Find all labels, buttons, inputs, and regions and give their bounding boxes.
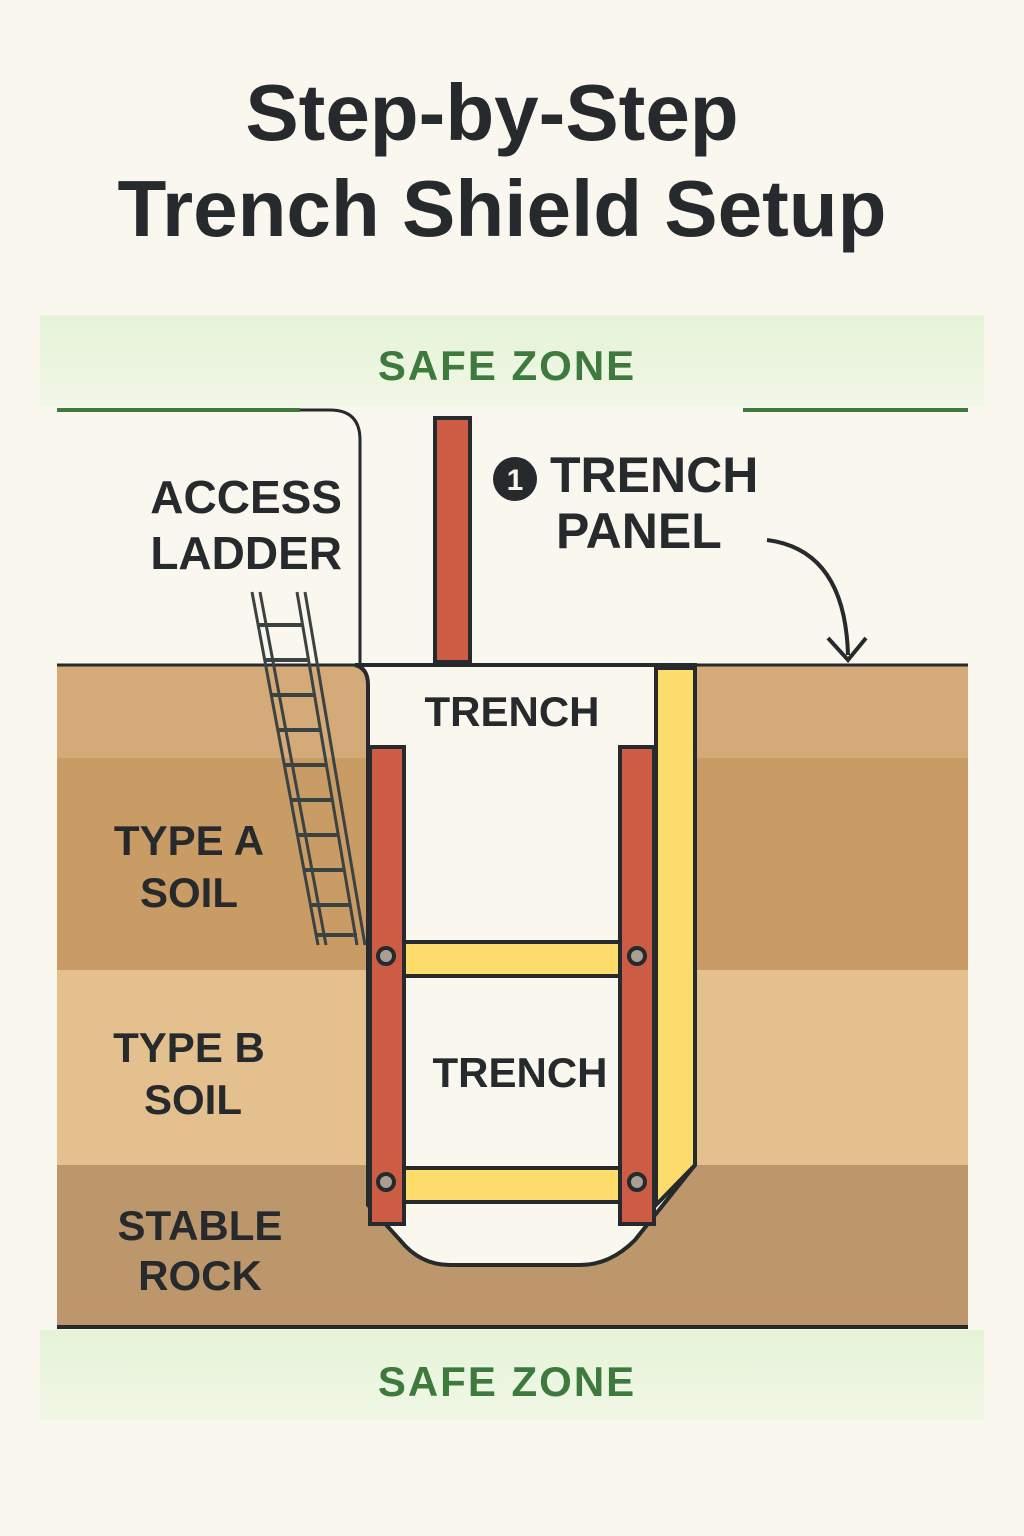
safe-zone-label-bottom: SAFE ZONE xyxy=(378,1358,636,1405)
arrow-head-icon xyxy=(826,636,868,664)
trench-panel-label-2: PANEL xyxy=(556,503,722,559)
title-line-1: Step-by-Step xyxy=(245,68,738,157)
type-a-soil-label-2: SOIL xyxy=(140,869,238,916)
shield-panel-left xyxy=(368,745,406,1226)
access-ladder-icon xyxy=(250,591,367,946)
shield-panel-right xyxy=(618,745,656,1226)
spreader-bar-lower xyxy=(398,1166,627,1204)
spreader-bar-upper xyxy=(398,940,627,978)
trench-panel-label-1: TRENCH xyxy=(550,447,758,503)
stable-rock-label-1: STABLE xyxy=(118,1202,283,1249)
yellow-shield-wall xyxy=(654,666,697,1210)
boundary-line-left xyxy=(57,408,362,665)
panel-bolts xyxy=(376,946,647,1192)
trench-label-lower: TRENCH xyxy=(433,1049,608,1096)
bolt-icon xyxy=(627,946,647,966)
bolt-icon xyxy=(376,946,396,966)
stable-rock-label-2: ROCK xyxy=(138,1252,262,1299)
step-number: 1 xyxy=(507,464,524,497)
title-line-2: Trench Shield Setup xyxy=(117,164,886,253)
access-ladder-label-1: ACCESS xyxy=(150,471,342,523)
safe-zone-label-top: SAFE ZONE xyxy=(378,342,636,389)
type-a-soil-label-1: TYPE A xyxy=(114,817,264,864)
bolt-icon xyxy=(376,1172,396,1192)
trench-label-upper: TRENCH xyxy=(425,688,600,735)
bolt-icon xyxy=(627,1172,647,1192)
arrow-curve xyxy=(766,538,850,656)
trench-panel-lowering xyxy=(433,416,472,664)
access-ladder-label-2: LADDER xyxy=(150,527,342,579)
type-b-soil-label-2: SOIL xyxy=(144,1076,242,1123)
type-b-soil-label-1: TYPE B xyxy=(113,1024,265,1071)
safe-zone-band-top xyxy=(40,315,984,407)
step-number-badge xyxy=(493,457,537,501)
safe-zone-band-bottom xyxy=(40,1330,984,1420)
